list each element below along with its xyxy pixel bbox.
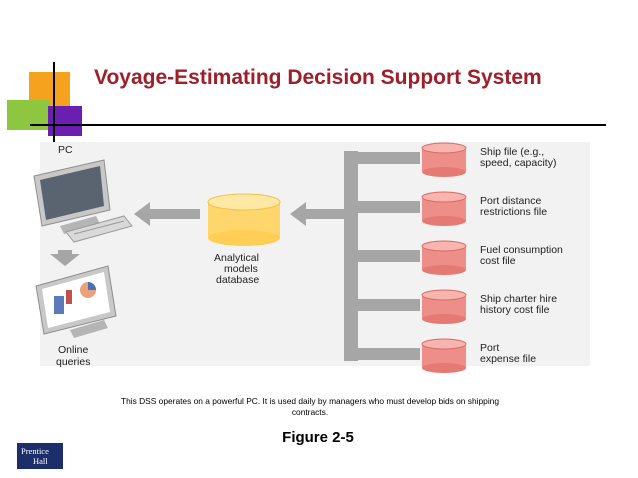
file-row-charter: Ship charter hire history cost file (356, 289, 557, 324)
file-row-port-expense: Port expense file (356, 338, 536, 373)
database-label-line1: Analytical (214, 252, 259, 264)
online-queries-screen-icon (35, 265, 117, 338)
arrow-bus-to-db (290, 202, 346, 226)
pc-label: PC (58, 144, 73, 156)
database-label-line3: database (216, 274, 259, 286)
database-label-line2: models (224, 263, 258, 275)
file-2-line1: Port distance (480, 195, 541, 207)
slide-title: Voyage-Estimating Decision Support Syste… (94, 66, 542, 89)
file-2-line2: restrictions file (480, 206, 547, 218)
dss-diagram: PC Online queries Analytical models data… (33, 142, 590, 373)
logo-line1: Prentice (21, 446, 49, 456)
file-3-line1: Fuel consumption (480, 244, 563, 256)
database-icon (207, 193, 281, 246)
file-1-line1: Ship file (e.g., (480, 146, 544, 158)
diagram-panel (40, 142, 590, 366)
online-label-line2: queries (56, 356, 90, 368)
logo-line2: Hall (33, 456, 48, 466)
online-label-line1: Online (58, 344, 89, 356)
publisher-logo: Prentice Hall (17, 443, 63, 469)
file-4-line1: Ship charter hire (480, 293, 557, 305)
header-decoration (7, 62, 606, 143)
file-collector-bar (344, 151, 358, 361)
file-list: Ship file (e.g., speed, capacity) Port d… (356, 142, 563, 373)
file-row-fuel: Fuel consumption cost file (356, 240, 563, 275)
down-arrow (50, 250, 80, 266)
file-row-ship: Ship file (e.g., speed, capacity) (356, 142, 556, 177)
file-4-line2: history cost file (480, 304, 550, 316)
figure-label: Figure 2-5 (282, 429, 354, 446)
file-5-line2: expense file (480, 353, 536, 365)
file-row-port-distance: Port distance restrictions file (356, 191, 547, 226)
arrow-db-to-pc (134, 202, 200, 226)
pc-computer-icon (33, 159, 133, 243)
figure-caption: This DSS operates on a powerful PC. It i… (120, 396, 499, 417)
file-1-line2: speed, capacity) (480, 157, 556, 169)
file-3-line2: cost file (480, 255, 516, 267)
file-5-line1: Port (480, 342, 499, 354)
